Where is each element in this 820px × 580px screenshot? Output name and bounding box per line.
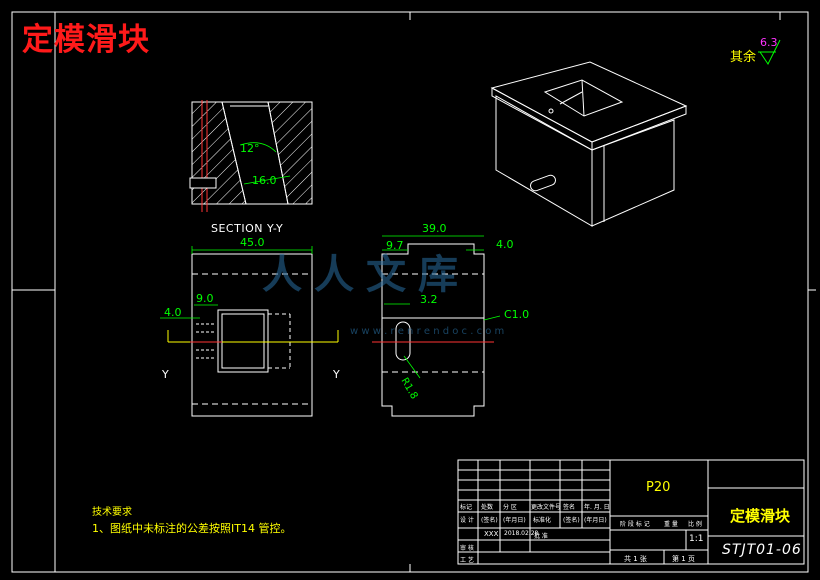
designer: XXX bbox=[484, 530, 499, 538]
cut-label-right: Y bbox=[333, 368, 340, 381]
design-date: 2018.02.28 bbox=[504, 530, 539, 537]
roughness-value: 6.3 bbox=[760, 36, 778, 49]
tech-heading: 技术要求 bbox=[92, 507, 132, 518]
front-left-dim: 4.0 bbox=[164, 306, 182, 319]
row2-cell-1: (签名) bbox=[481, 517, 498, 524]
hdr-cell-3: 更改文件号 bbox=[531, 504, 562, 511]
side-hole-dim: 3.2 bbox=[420, 293, 438, 306]
roughness-label: 其余 bbox=[730, 50, 757, 65]
section-view bbox=[189, 100, 313, 212]
section-width-dim: 16.0 bbox=[252, 174, 277, 187]
row-review: 审 核 bbox=[460, 545, 474, 552]
row2-cell-0: 设 计 bbox=[460, 517, 474, 524]
section-angle: 12° bbox=[240, 142, 260, 155]
isometric-view bbox=[490, 61, 688, 227]
stage-cell-0: 阶 段 标 记 bbox=[620, 521, 650, 528]
hdr-cell-2: 分 区 bbox=[503, 504, 517, 511]
side-chamfer: C1.0 bbox=[504, 308, 530, 321]
hdr-cell-1: 处数 bbox=[481, 504, 494, 511]
scale: 1:1 bbox=[689, 534, 704, 544]
front-view bbox=[167, 253, 339, 417]
drawing-title: 定模滑块 bbox=[22, 22, 150, 58]
part-name: 定模滑块 bbox=[730, 507, 791, 525]
front-offset-dim: 9.0 bbox=[196, 292, 214, 305]
watermark-text: 人人文库 bbox=[262, 252, 470, 298]
row2-cell-3: 标准化 bbox=[533, 517, 552, 524]
front-width-dim: 45.0 bbox=[240, 236, 265, 249]
side-view bbox=[372, 243, 494, 417]
section-dims bbox=[239, 142, 291, 185]
hdr-cell-0: 标记 bbox=[460, 504, 473, 511]
hdr-cell-4: 签名 bbox=[563, 504, 576, 511]
side-total-dim: 39.0 bbox=[422, 222, 447, 235]
drawing-frame bbox=[11, 11, 816, 573]
side-right-dim: 4.0 bbox=[496, 238, 514, 251]
front-dims bbox=[160, 246, 313, 319]
drawing-number: STJT01-06 bbox=[722, 542, 802, 558]
stage-cell-1: 重 量 bbox=[664, 521, 678, 528]
stage-cell-2: 比 例 bbox=[688, 521, 702, 528]
title-block bbox=[457, 459, 805, 565]
section-name: SECTION Y-Y bbox=[211, 222, 284, 235]
row2-cell-5: (年月日) bbox=[584, 517, 607, 524]
side-left-dim: 9.7 bbox=[386, 239, 404, 252]
material: P20 bbox=[646, 480, 671, 495]
row2-cell-2: (年月日) bbox=[503, 517, 526, 524]
cut-label-left: Y bbox=[162, 368, 169, 381]
row-process: 工 艺 bbox=[460, 557, 474, 564]
side-dims bbox=[382, 235, 501, 379]
roughness-symbol bbox=[758, 39, 781, 65]
sheet-no: 第 1 页 bbox=[672, 555, 695, 563]
row2-cell-4: (签名) bbox=[563, 517, 580, 524]
watermark-url: w w w . r e n r e n d o c . c o m bbox=[350, 326, 505, 337]
sheet-total: 共 1 张 bbox=[624, 555, 647, 563]
tech-item-1: 1、图纸中未标注的公差按照IT14 管控。 bbox=[92, 522, 292, 535]
hdr-cell-5: 年. 月. 日 bbox=[584, 504, 610, 511]
row-approve: 批 准 bbox=[534, 533, 548, 540]
